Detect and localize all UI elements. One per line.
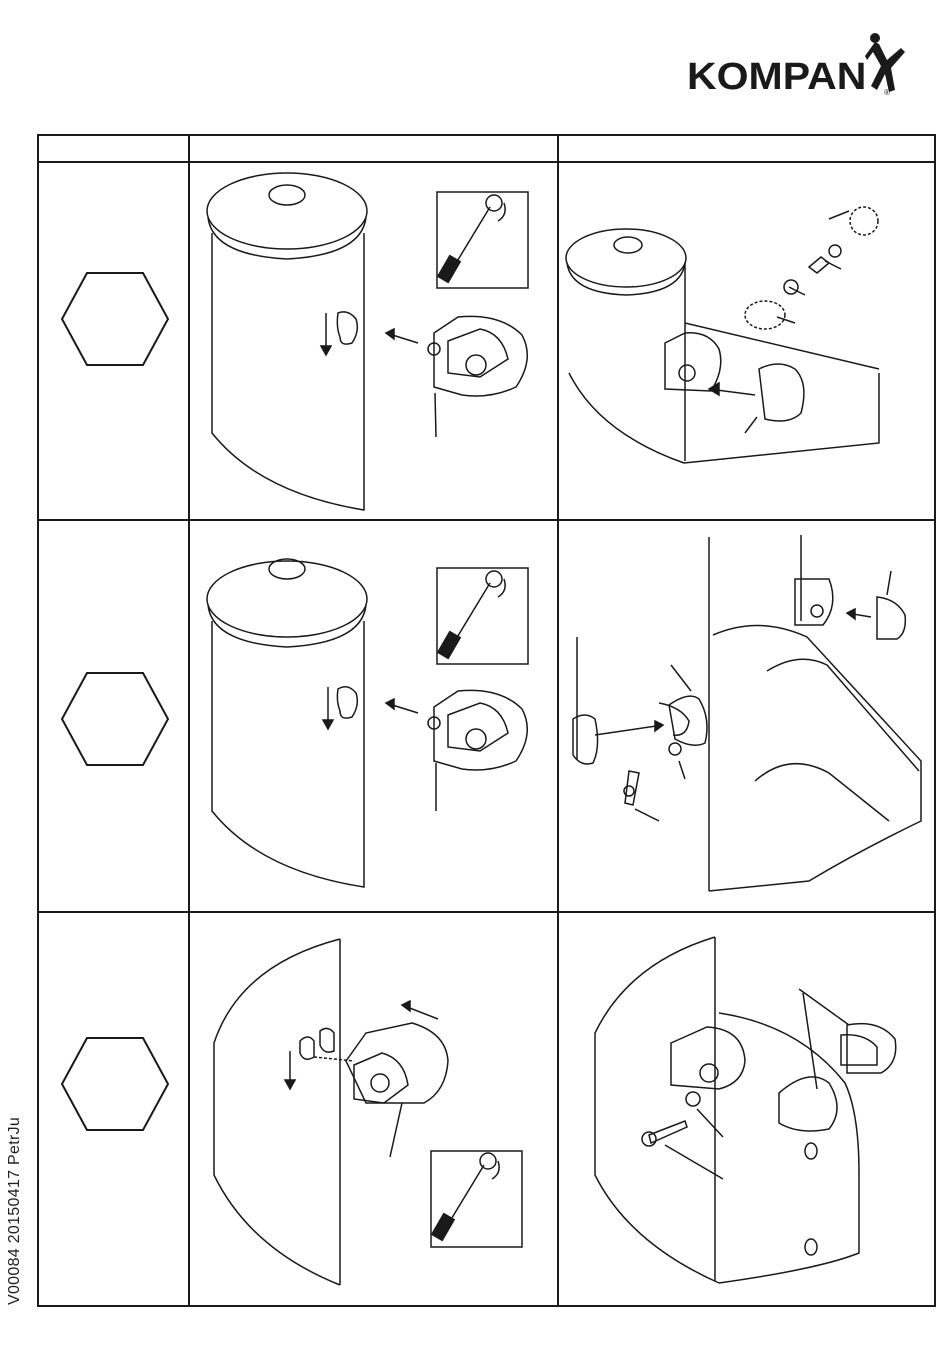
bracket-endcap-screw-illustration <box>559 521 936 911</box>
hexagon-bolt-icon <box>60 671 170 767</box>
hexagon-bolt-icon <box>60 1036 170 1132</box>
panel-bracket-illustration <box>190 913 557 1307</box>
post-bracket-illustration <box>190 163 557 519</box>
hexagon-bolt-icon <box>60 271 170 367</box>
kompan-logo: KOMPAN ® <box>683 28 923 108</box>
bracket-cap-exploded-illustration <box>559 163 936 519</box>
document-code: V00084 20150417 PetrJu <box>6 1117 24 1305</box>
post-bracket-illustration <box>190 521 557 911</box>
registered-mark: ® <box>884 88 890 97</box>
panel-bracket-cap-screw-illustration <box>559 913 936 1307</box>
logo-wordmark: KOMPAN <box>687 58 866 96</box>
